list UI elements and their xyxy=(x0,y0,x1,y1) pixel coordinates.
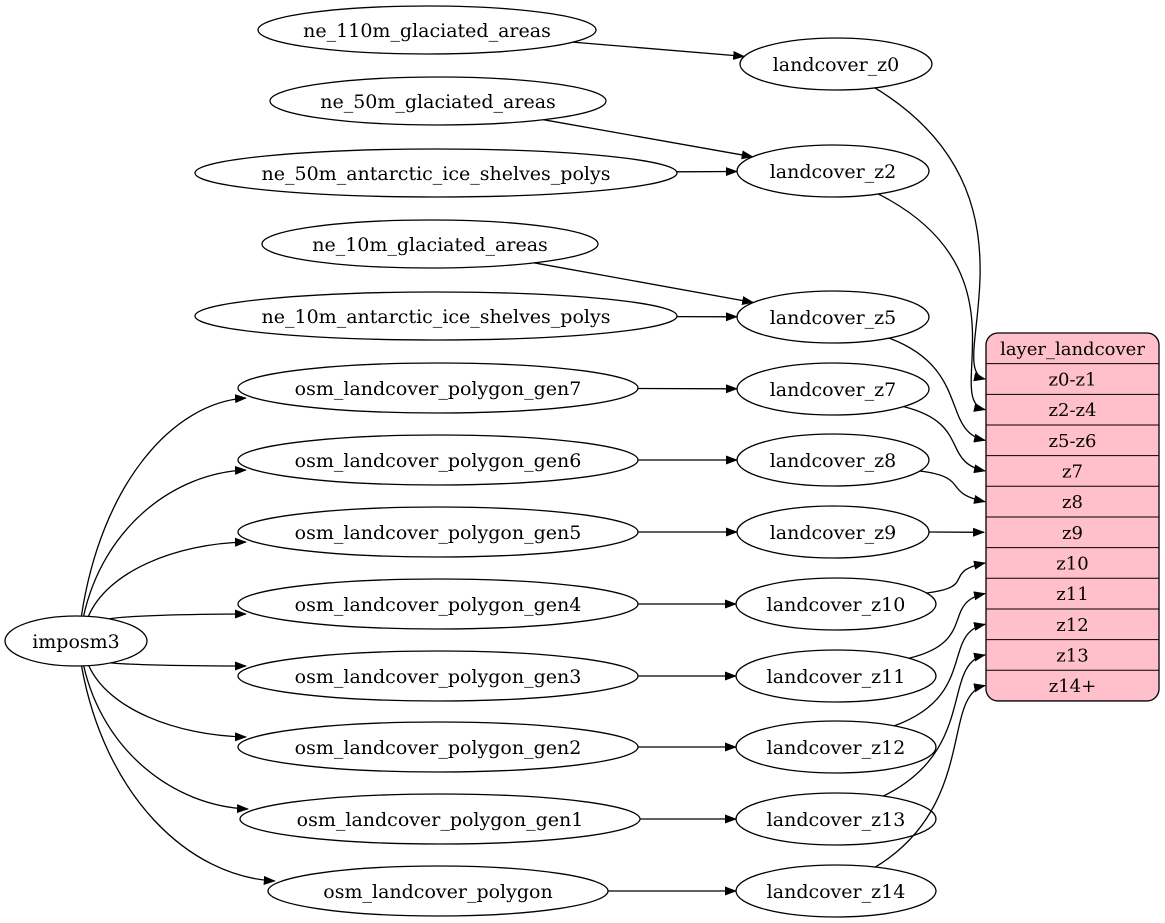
edge-landcover_z5-to-row-z5-z6 xyxy=(888,337,986,443)
node-ellipse-ne_10m_glaciated_areas xyxy=(261,219,599,269)
node-label-landcover_z8: landcover_z8 xyxy=(770,450,897,472)
table-header-label: layer_landcover xyxy=(1000,339,1145,360)
graph-node-ne_10m_glaciated_areas: ne_10m_glaciated_areas xyxy=(261,219,599,269)
node-ellipse-ne_50m_antarctic_ice_shelves_polys xyxy=(194,148,678,198)
table-row-z11: z11 xyxy=(1056,584,1088,605)
edge-landcover_z12-to-row-z12 xyxy=(893,622,986,727)
graph-node-landcover_z5: landcover_z5 xyxy=(736,290,930,344)
edge-landcover_z14-to-row-z14- xyxy=(874,683,986,868)
table-row-z5-z6: z5-z6 xyxy=(1049,431,1097,452)
graph-node-landcover_z12: landcover_z12 xyxy=(735,720,937,774)
node-label-landcover_z2: landcover_z2 xyxy=(770,161,897,183)
node-label-landcover_z0: landcover_z0 xyxy=(773,54,900,76)
node-ellipse-imposm3 xyxy=(4,615,148,667)
edge-imposm3-to-osm_landcover_polygon_gen4 xyxy=(108,609,247,620)
node-label-osm_landcover_polygon_gen1: osm_landcover_polygon_gen1 xyxy=(297,809,584,831)
node-label-landcover_z5: landcover_z5 xyxy=(770,307,897,329)
edge-landcover_z7-to-row-z7 xyxy=(903,405,986,474)
table-row-z2-z4: z2-z4 xyxy=(1049,400,1097,421)
graph-node-landcover_z13: landcover_z13 xyxy=(735,792,937,846)
node-label-imposm3: imposm3 xyxy=(32,631,120,653)
edge-imposm3-to-osm_landcover_polygon_gen3 xyxy=(110,661,247,671)
graph-node-osm_landcover_polygon_gen6: osm_landcover_polygon_gen6 xyxy=(237,434,639,486)
graph-node-osm_landcover_polygon_gen2: osm_landcover_polygon_gen2 xyxy=(237,721,639,773)
node-label-ne_50m_antarctic_ice_shelves_polys: ne_50m_antarctic_ice_shelves_polys xyxy=(262,163,611,185)
graph-node-osm_landcover_polygon: osm_landcover_polygon xyxy=(267,865,609,917)
node-label-landcover_z12: landcover_z12 xyxy=(767,737,906,759)
graph-node-osm_landcover_polygon_gen4: osm_landcover_polygon_gen4 xyxy=(237,578,639,630)
node-label-osm_landcover_polygon: osm_landcover_polygon xyxy=(323,881,552,903)
node-label-osm_landcover_polygon_gen3: osm_landcover_polygon_gen3 xyxy=(295,666,582,688)
graph-node-landcover_z7: landcover_z7 xyxy=(736,362,930,416)
node-label-osm_landcover_polygon_gen2: osm_landcover_polygon_gen2 xyxy=(295,737,582,759)
graph-node-landcover_z11: landcover_z11 xyxy=(735,649,937,703)
node-label-osm_landcover_polygon_gen6: osm_landcover_polygon_gen6 xyxy=(295,450,582,472)
edge-ne_110m_glaciated_areas-to-landcover_z0 xyxy=(572,41,746,60)
edge-landcover_z2-to-row-z2-z4 xyxy=(877,193,986,412)
graph-node-ne_50m_glaciated_areas: ne_50m_glaciated_areas xyxy=(269,76,607,126)
node-label-landcover_z13: landcover_z13 xyxy=(767,809,906,831)
node-label-osm_landcover_polygon_gen7: osm_landcover_polygon_gen7 xyxy=(295,378,582,400)
graph-node-landcover_z14: landcover_z14 xyxy=(735,864,937,918)
table-row-z8: z8 xyxy=(1062,492,1083,513)
edge-imposm3-to-osm_landcover_polygon xyxy=(80,665,276,885)
node-label-landcover_z7: landcover_z7 xyxy=(770,379,897,401)
edge-imposm3-to-osm_landcover_polygon_gen6 xyxy=(82,465,247,617)
graph-node-osm_landcover_polygon_gen1: osm_landcover_polygon_gen1 xyxy=(239,793,641,845)
edge-landcover_z8-to-row-z8 xyxy=(919,470,986,504)
node-label-landcover_z10: landcover_z10 xyxy=(767,594,906,616)
table-row-z10: z10 xyxy=(1056,553,1088,574)
node-label-ne_10m_antarctic_ice_shelves_polys: ne_10m_antarctic_ice_shelves_polys xyxy=(262,306,611,328)
node-label-osm_landcover_polygon_gen5: osm_landcover_polygon_gen5 xyxy=(295,522,582,544)
node-label-ne_110m_glaciated_areas: ne_110m_glaciated_areas xyxy=(303,20,551,42)
graph-node-ne_110m_glaciated_areas: ne_110m_glaciated_areas xyxy=(257,5,597,55)
edge-imposm3-to-osm_landcover_polygon_gen2 xyxy=(88,665,247,742)
edge-ne_50m_glaciated_areas-to-landcover_z2 xyxy=(543,119,754,160)
edge-landcover_z10-to-row-z10 xyxy=(926,560,986,594)
edge-landcover_z0-to-row-z0-z1 xyxy=(874,87,986,382)
graph-node-landcover_z2: landcover_z2 xyxy=(736,144,930,198)
edge-landcover_z11-to-row-z11 xyxy=(908,591,986,659)
graph-node-landcover_z9: landcover_z9 xyxy=(736,505,930,559)
edge-imposm3-to-osm_landcover_polygon_gen5 xyxy=(87,537,247,617)
table-row-z7: z7 xyxy=(1062,461,1083,482)
graph-node-ne_50m_antarctic_ice_shelves_polys: ne_50m_antarctic_ice_shelves_polys xyxy=(194,148,678,198)
graph-node-osm_landcover_polygon_gen3: osm_landcover_polygon_gen3 xyxy=(237,650,639,702)
graph-node-landcover_z8: landcover_z8 xyxy=(736,433,930,487)
table-row-z12: z12 xyxy=(1056,615,1088,636)
node-label-landcover_z11: landcover_z11 xyxy=(767,666,906,688)
graph-node-ne_10m_antarctic_ice_shelves_polys: ne_10m_antarctic_ice_shelves_polys xyxy=(194,291,678,341)
edge-ne_10m_glaciated_areas-to-landcover_z5 xyxy=(533,262,755,305)
node-label-osm_landcover_polygon_gen4: osm_landcover_polygon_gen4 xyxy=(295,594,582,616)
edge-imposm3-to-osm_landcover_polygon_gen7 xyxy=(80,394,247,617)
layer-table: layer_landcover z0-z1 z2-z4 z5-z6 z7 z8 z9 z10 z… xyxy=(985,332,1160,702)
table-row-z14-: z14+ xyxy=(1049,676,1096,697)
edge-imposm3-to-osm_landcover_polygon_gen1 xyxy=(83,665,249,814)
table-row-z0-z1: z0-z1 xyxy=(1049,369,1097,390)
graph-node-osm_landcover_polygon_gen5: osm_landcover_polygon_gen5 xyxy=(237,506,639,558)
node-label-ne_10m_glaciated_areas: ne_10m_glaciated_areas xyxy=(312,234,548,256)
graph-node-imposm3: imposm3 xyxy=(4,615,148,667)
node-ellipse-landcover_z0 xyxy=(739,37,933,91)
table-row-z9: z9 xyxy=(1062,523,1083,544)
graph-node-landcover_z0: landcover_z0 xyxy=(739,37,933,91)
table-row-z13: z13 xyxy=(1056,645,1088,666)
edge-landcover_z13-to-row-z13 xyxy=(882,652,986,797)
node-ellipse-osm_landcover_polygon_gen7 xyxy=(237,362,639,414)
graph-node-landcover_z10: landcover_z10 xyxy=(735,577,937,631)
graph-node-osm_landcover_polygon_gen7: osm_landcover_polygon_gen7 xyxy=(237,362,639,414)
node-label-ne_50m_glaciated_areas: ne_50m_glaciated_areas xyxy=(320,91,556,113)
node-label-landcover_z14: landcover_z14 xyxy=(767,881,906,903)
node-ellipse-ne_50m_glaciated_areas xyxy=(269,76,607,126)
node-label-landcover_z9: landcover_z9 xyxy=(770,522,897,544)
node-ellipse-ne_110m_glaciated_areas xyxy=(257,5,597,55)
